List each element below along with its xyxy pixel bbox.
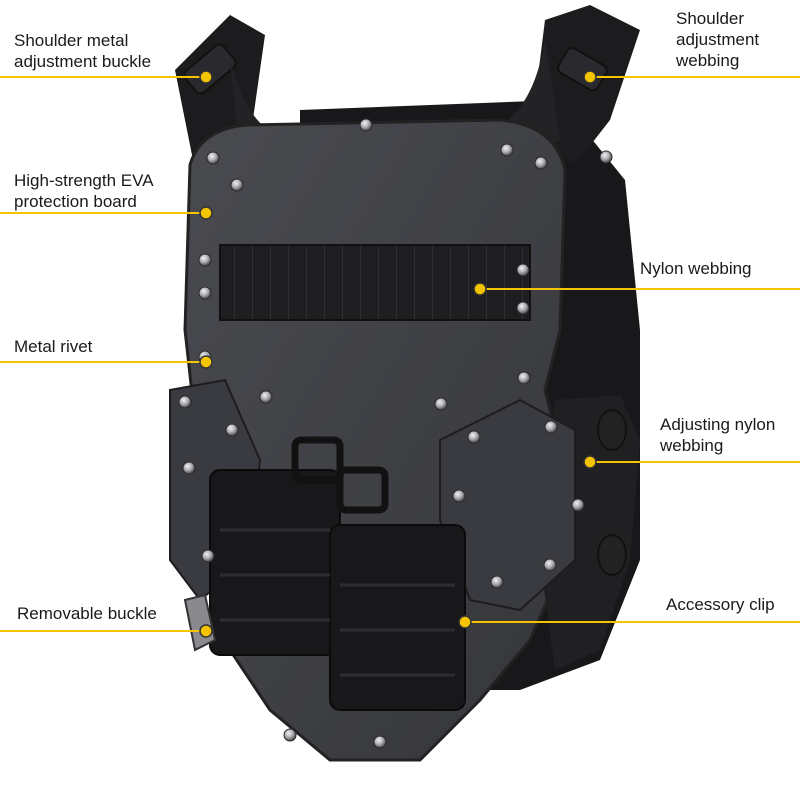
rivet bbox=[534, 156, 548, 170]
label-line: adjustment buckle bbox=[14, 52, 152, 71]
mag-clip-left bbox=[291, 436, 344, 484]
mag-pouch-left bbox=[209, 469, 341, 656]
label-metal-rivet: Metal rivet bbox=[14, 336, 92, 357]
label-shoulder-metal-buckle: Shoulder metal adjustment buckle bbox=[14, 30, 151, 72]
rivet bbox=[283, 728, 297, 742]
rivet bbox=[373, 735, 387, 749]
rivet bbox=[230, 178, 244, 192]
label-line: webbing bbox=[660, 436, 724, 455]
callout-dot-shoulder-webbing bbox=[583, 70, 597, 84]
rivet bbox=[571, 498, 585, 512]
label-line: webbing bbox=[676, 51, 740, 70]
label-eva-board: High-strength EVA protection board bbox=[14, 170, 154, 212]
rivet bbox=[182, 461, 196, 475]
rivet bbox=[198, 253, 212, 267]
rivet bbox=[516, 263, 530, 277]
rivet bbox=[543, 558, 557, 572]
mag-pouch-right bbox=[329, 524, 466, 711]
rivet bbox=[201, 549, 215, 563]
rivet bbox=[198, 286, 212, 300]
label-accessory-clip: Accessory clip bbox=[666, 594, 775, 615]
label-line: Metal rivet bbox=[14, 337, 93, 356]
label-line: Adjusting nylon bbox=[660, 415, 776, 434]
lower-side-buckle bbox=[597, 534, 627, 576]
rivet bbox=[516, 301, 530, 315]
label-line: High-strength EVA bbox=[14, 171, 154, 190]
callout-dot-nylon-webbing bbox=[473, 282, 487, 296]
callout-dot-accessory-clip bbox=[458, 615, 472, 629]
rivet bbox=[500, 143, 514, 157]
rivet bbox=[434, 397, 448, 411]
label-shoulder-webbing: Shoulder adjustment webbing bbox=[676, 8, 759, 71]
label-line: Nylon webbing bbox=[640, 259, 752, 278]
callout-dot-removable-buckle bbox=[199, 624, 213, 638]
label-line: Shoulder metal bbox=[14, 31, 129, 50]
callout-dot-shoulder-buckle bbox=[199, 70, 213, 84]
label-adjusting-nylon-webbing: Adjusting nylon webbing bbox=[660, 414, 775, 456]
adjusting-strap-buckle bbox=[597, 409, 627, 451]
nylon-webbing-band bbox=[219, 244, 531, 321]
label-line: Accessory clip bbox=[666, 595, 775, 614]
label-nylon-webbing: Nylon webbing bbox=[640, 258, 752, 279]
rivet bbox=[178, 395, 192, 409]
callout-dot-metal-rivet bbox=[199, 355, 213, 369]
label-removable-buckle: Removable buckle bbox=[17, 603, 157, 624]
rivet bbox=[259, 390, 273, 404]
rivet bbox=[517, 371, 531, 385]
rivet bbox=[490, 575, 504, 589]
rivet bbox=[359, 118, 373, 132]
rivet bbox=[467, 430, 481, 444]
label-line: adjustment bbox=[676, 30, 760, 49]
rivet bbox=[599, 150, 613, 164]
rivet bbox=[452, 489, 466, 503]
label-line: protection board bbox=[14, 192, 137, 211]
callout-dot-eva-board bbox=[199, 206, 213, 220]
label-line: Shoulder bbox=[676, 9, 745, 28]
rivet bbox=[544, 420, 558, 434]
callout-dot-adjusting-nylon bbox=[583, 455, 597, 469]
rivet bbox=[225, 423, 239, 437]
label-line: Removable buckle bbox=[17, 604, 157, 623]
mag-clip-right bbox=[336, 466, 389, 514]
rivet bbox=[206, 151, 220, 165]
metal-rivets bbox=[178, 118, 613, 749]
left-shoulder-buckle bbox=[183, 43, 237, 95]
